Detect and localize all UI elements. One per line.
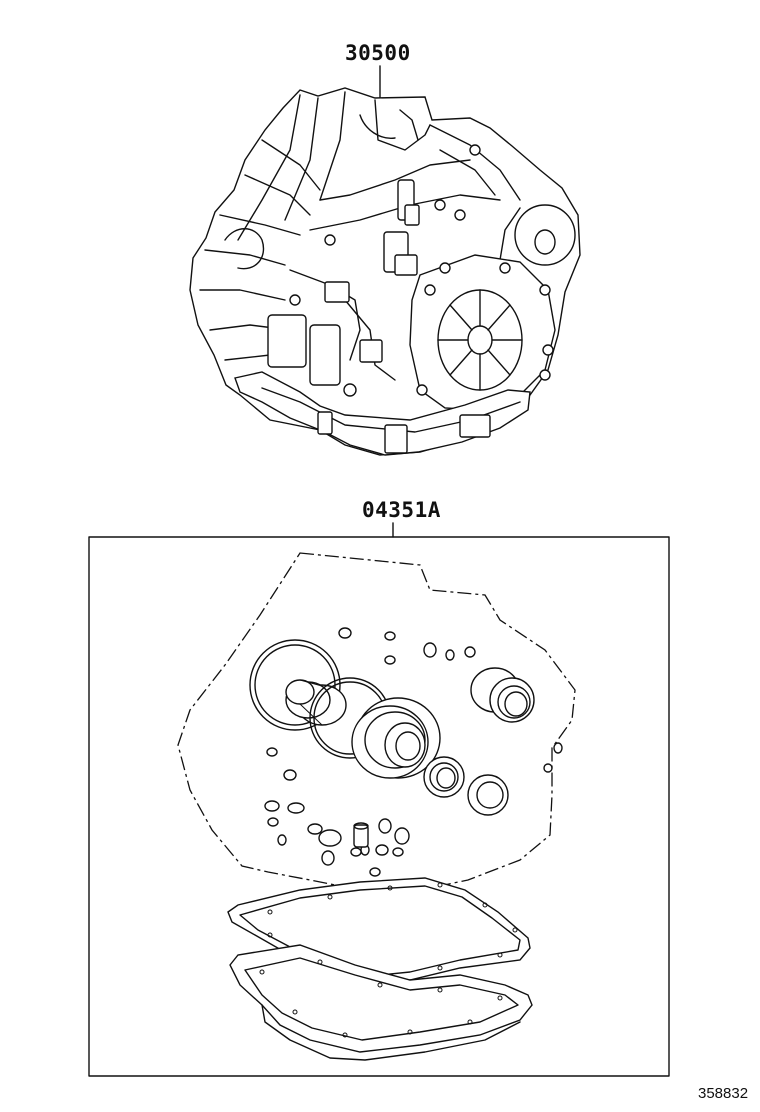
gasket-kit-illustration [177,552,576,1061]
small-o-rings [264,627,563,877]
callout-label-30500: 30500 [345,41,411,65]
output-shaft-seal [467,774,509,816]
small-valve-body-part [353,822,369,848]
medium-oil-seal [423,756,465,798]
side-gear-seal [470,667,535,723]
oil-pan [229,944,533,1061]
large-round-gasket [249,639,341,731]
transmission-assembly-illustration [189,87,581,456]
callout-label-04351A: 04351A [362,498,441,522]
input-shaft-seal [285,679,347,726]
kit-frame [88,536,670,1077]
piston-seal-assembly [351,697,441,779]
case-gasket-outline [177,552,576,891]
reference-code: 358832 [698,1085,748,1102]
